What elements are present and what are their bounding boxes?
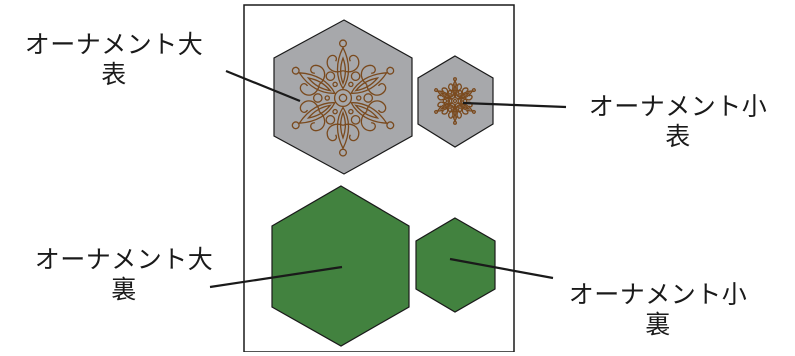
- label-small-back-line2: 裏: [645, 310, 671, 339]
- label-small-front: オーナメント小 表: [568, 92, 788, 152]
- label-small-back-line1: オーナメント小: [568, 280, 748, 309]
- leader-line-small-back: [449, 257, 554, 280]
- label-large-front: オーナメント大 表: [4, 30, 224, 90]
- hexagon-small-front: [417, 55, 494, 148]
- label-large-back-line2: 裏: [111, 275, 137, 304]
- leader-line-small-front: [462, 101, 567, 109]
- label-large-front-line2: 表: [101, 60, 127, 89]
- snowflake-ornament-icon: [291, 39, 395, 157]
- leader-line-large-back: [209, 265, 343, 289]
- label-small-front-line2: 表: [665, 122, 691, 151]
- label-large-front-line1: オーナメント大: [24, 30, 204, 59]
- hexagon-small-back: [415, 217, 496, 313]
- label-large-back-line1: オーナメント大: [34, 245, 214, 274]
- hexagon-large-front: [273, 19, 413, 175]
- leader-line-large-front: [225, 69, 301, 103]
- label-small-back: オーナメント小 裏: [548, 280, 768, 340]
- label-large-back: オーナメント大 裏: [14, 245, 234, 305]
- label-small-front-line1: オーナメント小: [588, 92, 768, 121]
- hexagon-large-back: [271, 185, 410, 347]
